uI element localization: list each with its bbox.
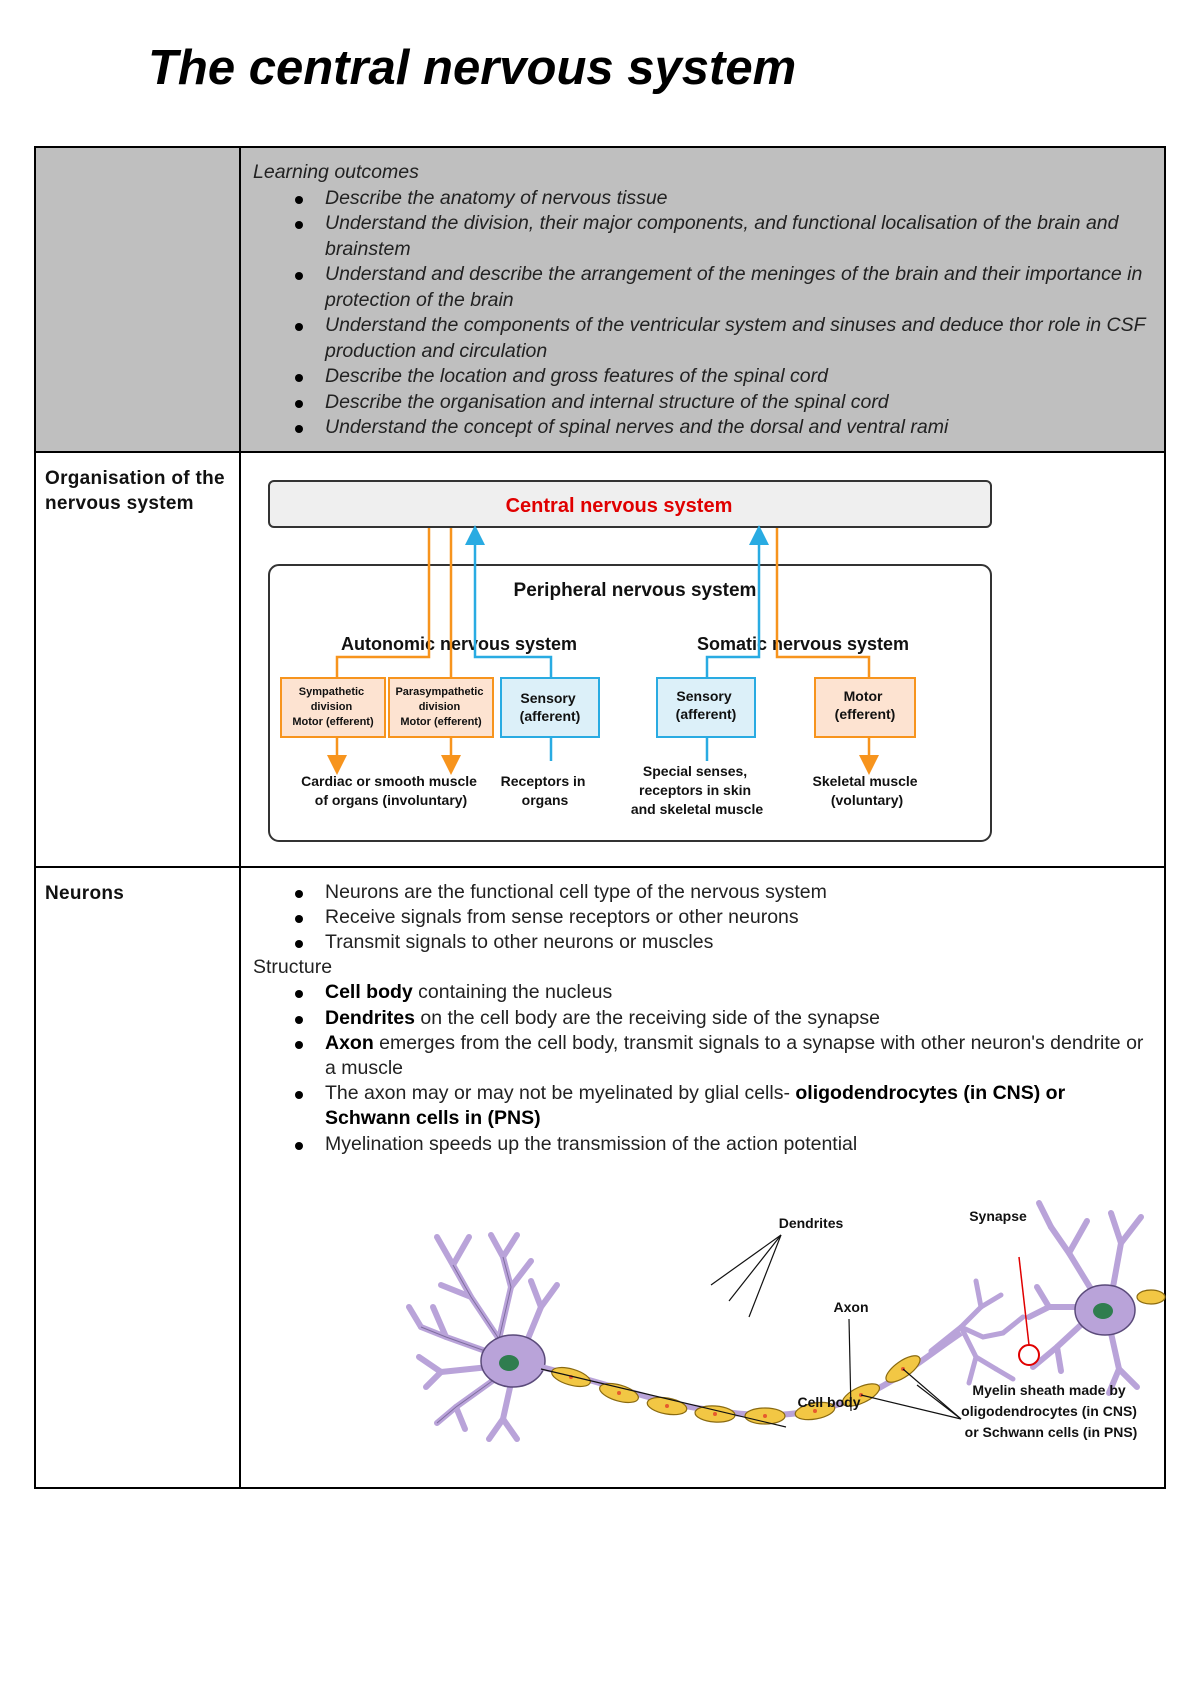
cardiac-label: Cardiac or smooth muscle of organs (invo… [301, 773, 481, 808]
neurons-label-cell: Neurons [34, 865, 241, 1489]
left-nucleus [499, 1354, 519, 1371]
structure-item: Cell body containing the nucleus [295, 980, 1152, 1005]
axon-label: Axon [834, 1299, 869, 1315]
synapse-label: Synapse [969, 1208, 1027, 1224]
learning-outcomes-row: Learning outcomes Describe the anatomy o… [34, 146, 1166, 453]
special-senses-label: Special senses, receptors in skin and sk… [631, 763, 764, 817]
sensory-autonomic-box [500, 676, 600, 738]
sympathetic-label: Sympathetic division Motor (efferent) [292, 686, 374, 728]
structure-item: Myelination speeds up the transmission o… [295, 1132, 1152, 1157]
outcome-item: Understand and describe the arrangement … [295, 262, 1152, 313]
right-dendrites [1026, 1199, 1144, 1396]
organisation-row: Organisation of the nervous system Centr… [34, 450, 1166, 868]
motor-connector [775, 527, 871, 678]
organisation-label-cell: Organisation of the nervous system [34, 450, 241, 868]
structure-list: Cell body containing the nucleus Dendrit… [253, 980, 1152, 1156]
left-dendrites [406, 1231, 560, 1442]
neurons-content-cell: Neurons are the functional cell type of … [239, 865, 1166, 1489]
sympathetic-connector [335, 527, 431, 678]
parasympathetic-box [388, 676, 494, 738]
outcome-item: Describe the anatomy of nervous tissue [295, 186, 1152, 212]
pns-box [268, 563, 992, 842]
sensory-autonomic-label: Sensory (afferent) [520, 690, 581, 724]
sensory-somatic-box [656, 676, 756, 738]
sensory-somatic-label: Sensory (afferent) [676, 688, 737, 722]
structure-item: The axon may or may not be myelinated by… [295, 1081, 1152, 1131]
learning-outcomes-heading: Learning outcomes [253, 161, 419, 183]
receptors-label: Receptors in organs [501, 773, 590, 808]
outcome-item: Understand the components of the ventric… [295, 313, 1152, 364]
neurons-label: Neurons [45, 882, 125, 904]
sympathetic-box [280, 676, 386, 738]
cns-label: Central nervous system [506, 495, 733, 517]
neuron-fact: Transmit signals to other neurons or mus… [295, 930, 1152, 955]
parasympathetic-label: Parasympathetic division Motor (efferent… [395, 686, 486, 728]
page-title: The central nervous system [148, 41, 797, 95]
learning-outcomes-list: Describe the anatomy of nervous tissue U… [253, 186, 1152, 441]
neuron-figure: Dendrites Synapse Axon Cell body Myelin … [406, 1199, 1166, 1442]
motor-label: Motor (efferent) [835, 688, 896, 722]
synapse-circle [1018, 1343, 1040, 1366]
learning-outcomes-cell: Learning outcomes Describe the anatomy o… [239, 146, 1166, 453]
motor-box [814, 676, 916, 738]
cns-box [268, 479, 992, 528]
cell-body-label: Cell body [797, 1394, 860, 1410]
structure-item: Dendrites on the cell body are the recei… [295, 1006, 1152, 1031]
somatic-label: Somatic nervous system [697, 634, 909, 654]
right-nucleus [1093, 1302, 1113, 1319]
neurons-row: Neurons Neurons are the functional cell … [34, 865, 1166, 1489]
empty-label-cell [34, 146, 241, 453]
skeletal-label: Skeletal muscle (voluntary) [813, 773, 922, 808]
content-table: Learning outcomes Describe the anatomy o… [34, 146, 1166, 1489]
axon-terminals [928, 1278, 1026, 1386]
nervous-system-diagram: Central nervous system Peripheral nervou… [268, 479, 992, 842]
sensory-somatic-connector [705, 524, 769, 678]
sensory-autonomic-connector [465, 524, 553, 678]
neuron-fact: Neurons are the functional cell type of … [295, 880, 1152, 905]
dendrites-label: Dendrites [779, 1215, 844, 1231]
outcome-item: Describe the organisation and internal s… [295, 390, 1152, 416]
outcome-item: Understand the concept of spinal nerves … [295, 415, 1152, 441]
autonomic-label: Autonomic nervous system [341, 634, 577, 654]
myelin-label: Myelin sheath made by oligodendrocytes (… [961, 1382, 1141, 1440]
outcome-item: Understand the division, their major com… [295, 211, 1152, 262]
structure-item: Axon emerges from the cell body, transmi… [295, 1031, 1152, 1081]
organisation-label: Organisation of the nervous system [45, 467, 225, 514]
neurons-intro-list: Neurons are the functional cell type of … [253, 880, 1152, 956]
neuron-fact: Receive signals from sense receptors or … [295, 905, 1152, 930]
organisation-diagram-cell: Central nervous system Peripheral nervou… [239, 450, 1166, 868]
structure-heading: Structure [253, 956, 333, 979]
outcome-item: Describe the location and gross features… [295, 364, 1152, 390]
pns-label: Peripheral nervous system [514, 580, 757, 601]
